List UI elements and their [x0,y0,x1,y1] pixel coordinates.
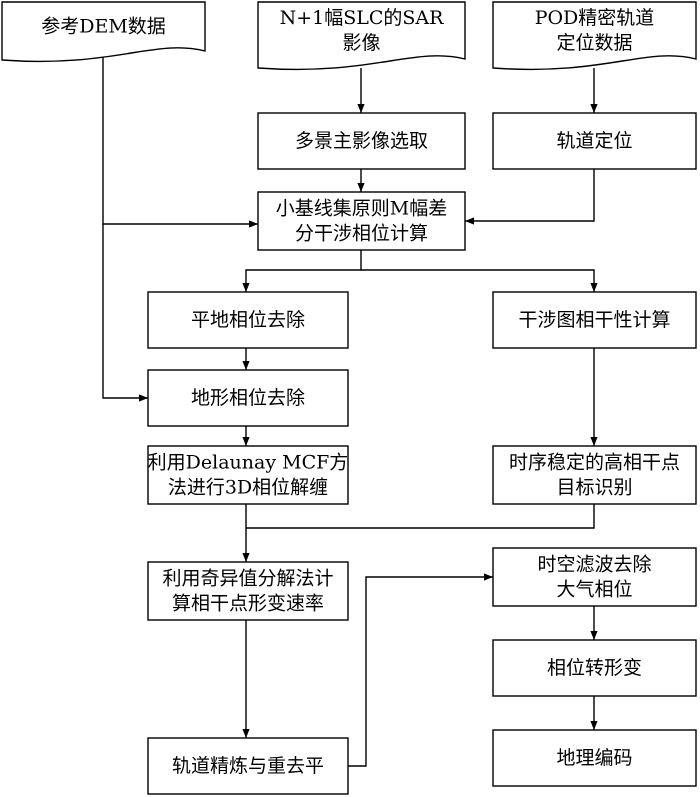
node-label: 轨道定位 [556,130,632,152]
node-deform: 相位转形变 [492,639,697,697]
process-box [147,561,349,621]
node-label: 利用奇异值分解法计 [162,568,333,590]
process-box [492,547,697,607]
node-label: 大气相位 [556,579,632,601]
node-label: 目标识别 [556,477,632,499]
node-label: 平地相位去除 [191,309,305,331]
node-label: 多景主影像选取 [295,130,428,152]
node-label: 相位转形变 [547,657,642,679]
node-label: 地形相位去除 [191,387,305,409]
node-dem: 参考DEM数据 [1,1,206,63]
node-label: 时空滤波去除 [537,554,651,576]
document-shape [492,1,697,71]
node-label: 利用Delaunay MCF方 [148,452,349,474]
node-flat: 平地相位去除 [147,291,349,349]
node-label: 地理编码 [556,747,632,769]
process-box [147,445,349,505]
process-box [257,191,466,251]
edge-refine-to-atmo [348,573,493,767]
document-shape [257,1,466,71]
node-coh: 干涉图相干性计算 [492,291,697,349]
process-box [492,291,697,349]
node-label: 轨道精炼与重去平 [172,755,324,777]
edge-orbit-to-sbas [465,169,595,225]
node-label: 小基线集原则M幅差 [276,198,447,220]
node-label: 算相干点形变速率 [172,593,324,615]
node-label: POD精密轨道 [535,7,655,29]
node-label: 参考DEM数据 [41,16,166,38]
node-topo: 地形相位去除 [147,369,349,427]
node-label: 定位数据 [556,32,632,54]
process-box [492,445,697,505]
node-label: 时序稳定的高相干点 [509,452,680,474]
process-box [492,729,697,787]
process-box [257,112,466,170]
document-shape [1,1,206,63]
edge-pts-to-svd [246,504,595,529]
node-label: 影像 [342,32,380,54]
node-sar: N+1幅SLC的SAR 影像 [257,1,466,71]
process-box [492,639,697,697]
edge-sbas-to-flat [242,250,362,292]
process-box [147,737,349,795]
node-orbit: 轨道定位 [492,112,697,170]
node-label: 干涉图相干性计算 [518,309,670,331]
process-box [147,369,349,427]
node-label: 分干涉相位计算 [295,223,428,245]
node-label: 法进行3D相位解缠 [168,477,328,499]
edge-sbas-to-coh [361,269,598,292]
node-geocode: 地理编码 [492,729,697,787]
node-label: N+1幅SLC的SAR [280,7,445,29]
node-master: 多景主影像选取 [257,112,466,170]
edges-layer [102,56,598,767]
node-refine: 轨道精炼与重去平 [147,737,349,795]
process-box [147,291,349,349]
edge-dem-to-topo [102,224,148,402]
process-box [492,112,697,170]
edge-dem-to-sbas [102,56,258,228]
